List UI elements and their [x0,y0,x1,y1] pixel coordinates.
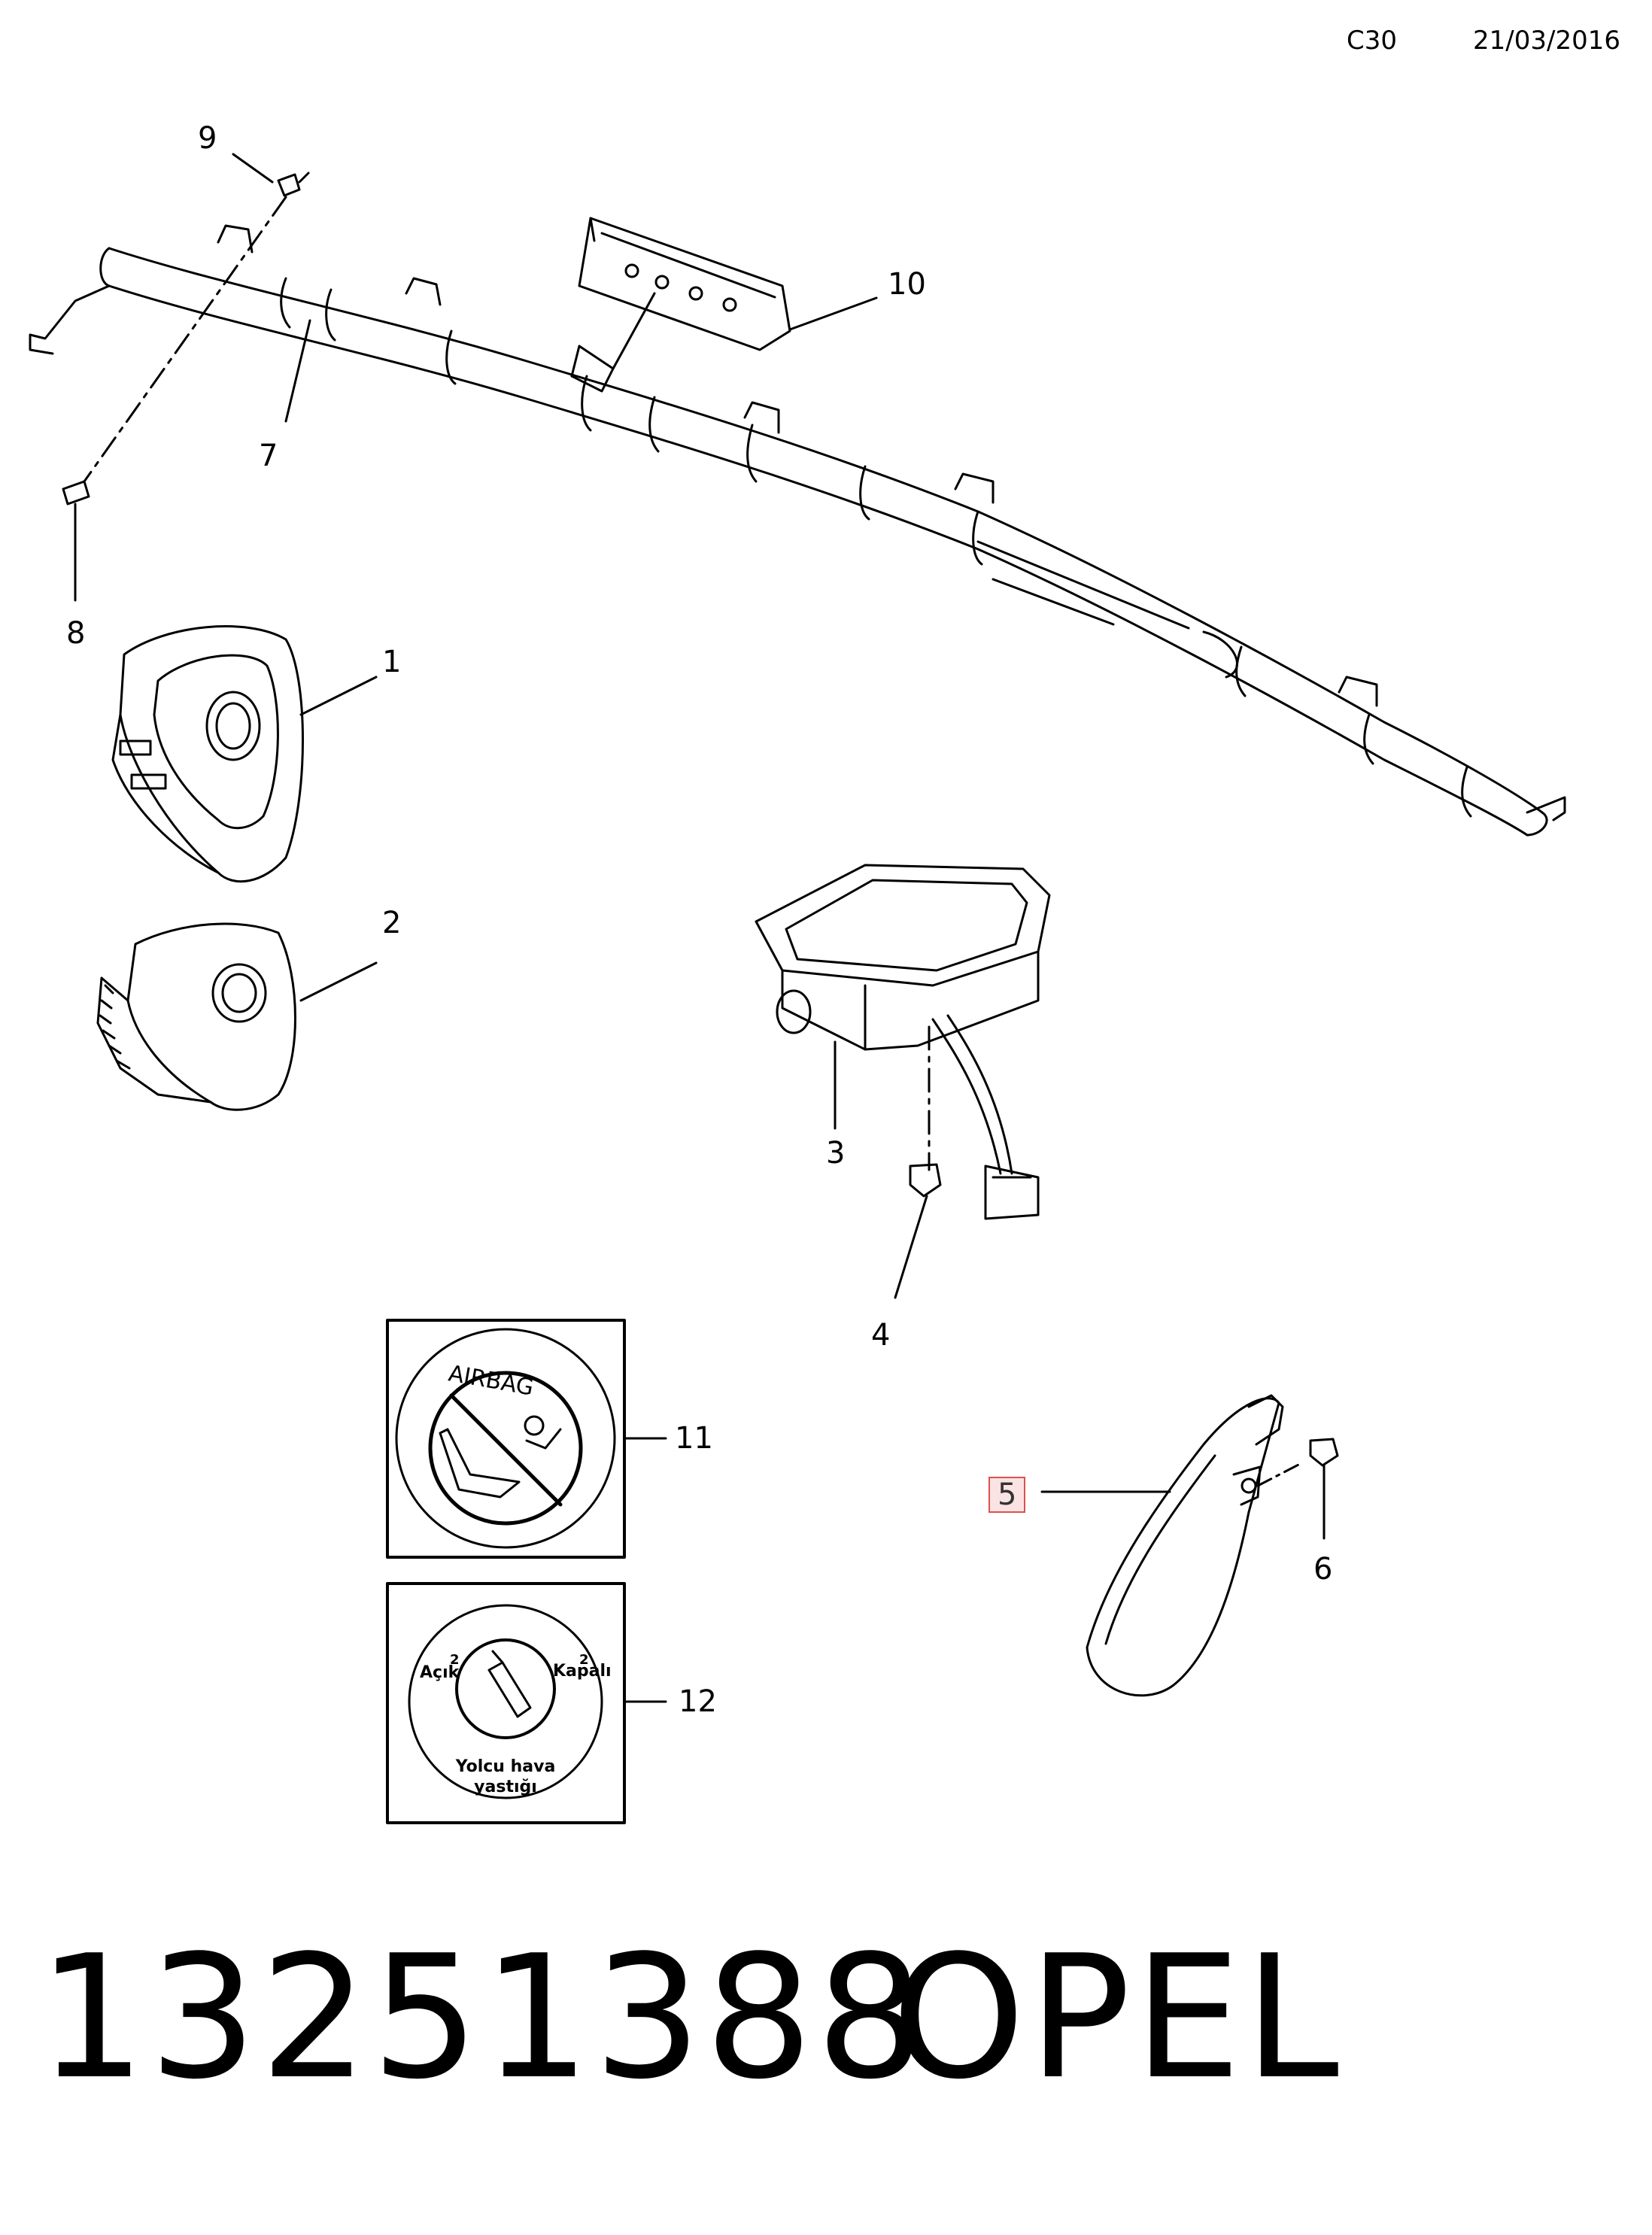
callout-3[interactable]: 3 [826,1136,846,1171]
diagram-code: C30 [1347,26,1398,56]
label-11-ring-text: AIRBAG [446,1360,535,1401]
callout-8[interactable]: 8 [66,616,86,651]
steering-airbag-part-1 [111,625,304,883]
callout-7[interactable]: 7 [259,439,278,473]
label-12-seat-left: 2 [450,1652,460,1668]
part-number: 13251388 [38,1919,928,2117]
callout-1[interactable]: 1 [382,645,402,679]
label-12-open: Açık [420,1663,460,1682]
callout-12[interactable]: 12 [679,1684,717,1719]
label-11-disc [395,1328,616,1549]
callout-9[interactable]: 9 [198,121,217,156]
diagram-date: 21/03/2016 [1473,26,1620,56]
callout-2[interactable]: 2 [382,906,402,940]
passenger-airbag-part-3 [755,864,1051,1220]
seat-airbag-part-5 [1086,1394,1303,1697]
steering-airbag-part-2 [96,922,296,1111]
callout-6[interactable]: 6 [1313,1552,1333,1587]
callout-11[interactable]: 11 [675,1421,713,1456]
label-12-caption-1: Yolcu hava [455,1757,556,1776]
nut-part-4 [894,1163,942,1299]
label-12-seat-right: 2 [579,1652,589,1668]
callout-4[interactable]: 4 [871,1318,891,1353]
bolt-part-8 [62,480,90,602]
nut-part-6 [1309,1438,1339,1540]
callout-10[interactable]: 10 [888,267,926,302]
clip-part-9 [277,172,310,197]
label-12-frame [386,1582,626,1824]
label-12-caption-2: yastığı [474,1778,537,1796]
callout-5[interactable]: 5 [988,1477,1026,1513]
label-12-closed: Kapalı [553,1662,612,1681]
label-12-disc [408,1604,603,1799]
bracket-part-10 [570,217,791,393]
brand-name: OPEL [891,1919,1342,2117]
curtain-airbag-7 [29,224,1566,837]
